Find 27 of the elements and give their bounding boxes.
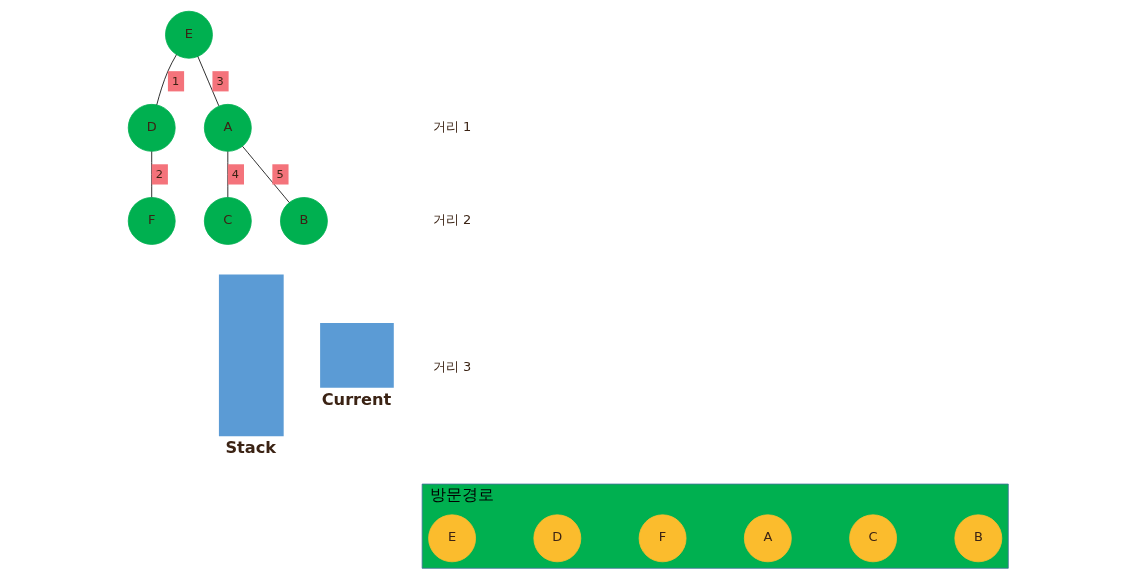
- node-label: Stack: [224, 438, 276, 458]
- node-circle: A: [203, 103, 252, 152]
- node-bar: [319, 322, 394, 388]
- label: 거리 2: [432, 212, 471, 228]
- connector: [241, 145, 290, 203]
- node-circle: D: [532, 514, 581, 563]
- node-circle: E: [427, 514, 476, 563]
- node-circle: E: [164, 10, 213, 59]
- edge-label: 2: [155, 166, 163, 181]
- node-circle: D: [127, 103, 176, 152]
- node-circle: A: [743, 514, 792, 563]
- node-circle: F: [638, 514, 686, 563]
- connector: [196, 56, 219, 107]
- node-circle: B: [279, 197, 328, 245]
- connector: [155, 54, 177, 106]
- node-circle: B: [953, 514, 1002, 563]
- node-circle: F: [127, 197, 176, 245]
- edge-label: 5: [275, 166, 284, 181]
- edge-label: 3: [215, 73, 224, 88]
- node-label: Current: [321, 389, 391, 409]
- node-circle: C: [848, 514, 897, 563]
- node-circle: C: [203, 197, 252, 245]
- edge-label: 4: [231, 166, 239, 181]
- label: 거리 3: [432, 358, 471, 374]
- node-bar: [218, 274, 284, 437]
- label: 거리 1: [432, 118, 471, 134]
- edge-label: 1: [171, 73, 179, 88]
